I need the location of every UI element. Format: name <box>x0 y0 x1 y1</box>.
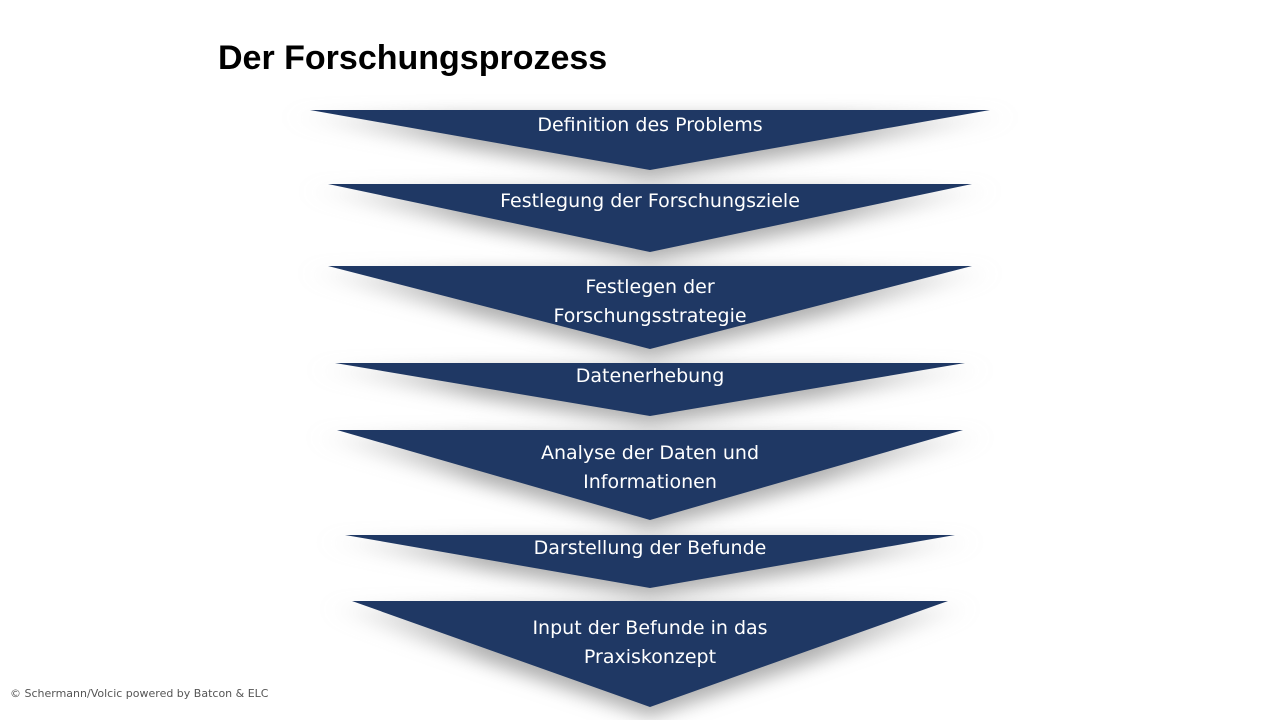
process-step-6-label: Darstellung der Befunde <box>533 537 767 559</box>
process-step-5-shape <box>337 430 963 520</box>
process-step-7-label: Input der Befunde in das Praxiskonzept <box>532 617 768 668</box>
process-step-7-shape <box>352 601 948 707</box>
process-step-5-label: Analyse der Daten und Informationen <box>540 442 760 493</box>
process-step-1-label: Definition des Problems <box>537 114 763 136</box>
process-step-4-shape <box>335 363 965 416</box>
process-step-3-label: Festlegen der Forschungsstrategie <box>553 276 747 327</box>
process-step-1-shape <box>310 110 990 170</box>
process-step-2-label: Festlegung der Forschungsziele <box>500 190 800 212</box>
process-step-4-label: Datenerhebung <box>575 365 725 387</box>
copyright-footer: © Schermann/Volcic powered by Batcon & E… <box>10 687 269 700</box>
process-step-2-shape <box>328 184 972 252</box>
process-step-6-shape <box>345 535 955 588</box>
process-step-3-shape <box>328 266 972 349</box>
slide-title: Der Forschungsprozess <box>218 39 608 77</box>
